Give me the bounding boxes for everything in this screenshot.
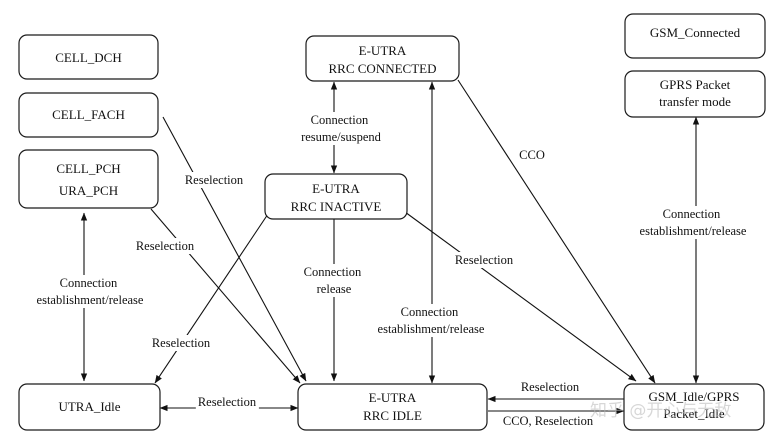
node-cell-fach-label: CELL_FACH: [52, 107, 125, 122]
node-eutra-connected-label-2: RRC CONNECTED: [329, 61, 437, 76]
label-pch-reselection: Reselection: [136, 239, 195, 253]
node-gsm-idle: GSM_Idle/GPRS Packet_Idle: [623, 383, 765, 431]
label-inactive-to-utra: Reselection: [152, 336, 211, 350]
edge-label-background: [500, 413, 596, 429]
node-cell-pch: CELL_PCH URA_PCH: [18, 149, 159, 209]
edges: [80, 79, 700, 415]
node-eutra-idle: E-UTRA RRC IDLE: [297, 383, 488, 431]
node-cell-dch-label: CELL_DCH: [55, 50, 121, 65]
edge-label-background: [637, 206, 749, 239]
node-eutra-idle-label-1: E-UTRA: [369, 390, 417, 405]
edge-label-background: [133, 238, 197, 254]
label-resume-suspend: Connection resume/suspend: [301, 113, 382, 144]
node-cell-fach: CELL_FACH: [18, 92, 159, 138]
label-inactive-to-gsm: Reselection: [455, 253, 514, 267]
label-fach-reselection: Reselection: [185, 173, 244, 187]
label-pch-conn: Connection establishment/release: [37, 276, 144, 307]
edge-label-background: [518, 379, 582, 395]
label-cco: CCO: [519, 148, 545, 162]
node-eutra-inactive-label-1: E-UTRA: [312, 181, 360, 196]
label-gsm-to-eutra: Reselection: [521, 380, 580, 394]
node-gprs-packet-label-1: GPRS Packet: [660, 77, 731, 92]
node-cell-dch: CELL_DCH: [18, 34, 159, 80]
edge-inactive-to-utra-idle: [154, 213, 269, 384]
edge-label-background: [34, 275, 146, 308]
node-utra-idle: UTRA_Idle: [18, 383, 161, 431]
node-eutra-idle-label-2: RRC IDLE: [363, 408, 422, 423]
node-gprs-packet: GPRS Packet transfer mode: [624, 70, 766, 118]
edge-fach-to-eutra-idle: [162, 116, 307, 382]
node-gprs-packet-label-2: transfer mode: [659, 94, 731, 109]
edge-label-background: [375, 304, 487, 337]
edge-label-background: [182, 172, 246, 188]
label-inactive-release: Connection release: [304, 265, 365, 296]
edge-label-background: [452, 252, 516, 268]
label-eutra-to-gsm: CCO, Reselection: [503, 414, 594, 428]
edge-label-background: [149, 335, 213, 351]
edge-pch-to-eutra-idle: [150, 208, 301, 384]
node-cell-pch-label-2: URA_PCH: [59, 183, 118, 198]
edge-inactive-to-gsm: [404, 211, 637, 382]
edge-label-background: [301, 264, 367, 297]
node-eutra-inactive: E-UTRA RRC INACTIVE: [264, 173, 408, 220]
label-eutra-conn-estab: Connection establishment/release: [378, 305, 485, 336]
node-eutra-connected: E-UTRA RRC CONNECTED: [305, 35, 460, 82]
node-gsm-connected: GSM_Connected: [624, 13, 766, 59]
edge-labels: Reselection Reselection Connection estab…: [34, 112, 749, 429]
watermark-text: 知乎 @开心与无敌: [590, 401, 731, 421]
node-gsm-idle-label-2: Packet_Idle: [663, 406, 725, 421]
label-utra-eutra-idle: Reselection: [198, 395, 257, 409]
node-eutra-connected-label-1: E-UTRA: [359, 43, 407, 58]
node-gsm-connected-label: GSM_Connected: [650, 25, 741, 40]
edge-cco: [457, 79, 656, 384]
edge-label-background: [195, 394, 259, 410]
node-cell-pch-label-1: CELL_PCH: [56, 161, 120, 176]
label-gprs-conn: Connection establishment/release: [640, 207, 747, 238]
node-gsm-idle-label-1: GSM_Idle/GPRS: [648, 389, 739, 404]
node-utra-idle-label: UTRA_Idle: [58, 399, 120, 414]
edge-label-background: [299, 112, 384, 145]
node-eutra-inactive-label-2: RRC INACTIVE: [291, 199, 382, 214]
edge-label-background: [517, 147, 547, 163]
